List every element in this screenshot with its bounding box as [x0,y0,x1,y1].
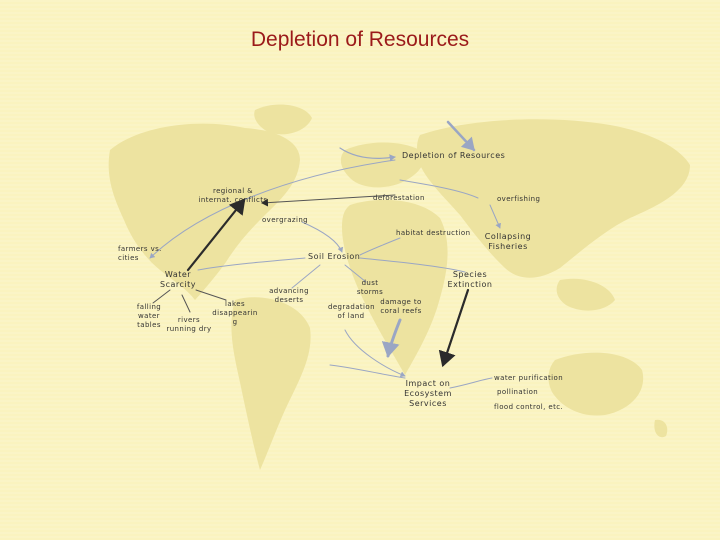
continent-southeast-asia [556,278,615,311]
node-habitat-destruction: habitat destruction [396,229,471,237]
node-water-scarcity: Water Scarcity [160,270,196,289]
arrow-water-to-lakes [195,289,227,301]
arrow-impact-to-services [449,377,493,389]
arrow-impact-inflow [329,364,406,379]
arrow-water-to-rivers [181,294,191,313]
continent-africa [342,199,448,375]
continent-north-america [108,123,300,300]
arrow-habitat-to-soil [359,237,401,256]
node-pollination: pollination [497,388,539,396]
arrow-degradation-to-impact [344,329,406,378]
arrow-root-to-farmers [149,159,396,259]
arrow-deforestation-to-regional [261,194,396,207]
arrow-soil-to-water [197,257,306,271]
continent-asia [417,119,690,278]
node-dust-storms: dust storms [356,279,384,296]
continent-europe [340,142,424,188]
node-flood-control: flood control, etc. [494,403,564,411]
node-deforestation: deforestation [373,194,425,202]
node-water-purification: water purification [494,374,564,382]
arrow-overgrazing-to-soil [301,221,344,253]
continent-greenland [254,104,312,135]
node-damage-to-coral-reefs: damage to coral reefs [380,298,422,315]
node-impact-on-ecosystem-services: Impact on Ecosystem Services [404,379,452,408]
node-overfishing: overfishing [497,195,541,203]
arrow-species-to-impact [438,288,470,368]
arrow-soil-to-species [359,257,466,273]
node-soil-erosion: Soil Erosion [308,252,361,261]
arrow-top-root [446,120,476,152]
node-depletion-of-resources: Depletion of Resources [402,151,506,160]
arrow-overfishing-to-collapsing [489,204,501,229]
arrow-soil-to-deserts [291,264,321,289]
arrow-coral-to-impact [381,318,402,358]
node-lakes-disappearing: lakes disappearin g [212,300,258,326]
node-collapsing-fisheries: Collapsing Fisheries [484,232,532,251]
node-species-extinction: Species Extinction [447,270,493,289]
arrow-regional-to-root [339,147,396,162]
continent-new-zealand [654,419,668,438]
node-rivers-running-dry: rivers running dry [166,316,212,333]
continent-australia [548,352,644,416]
node-regional-conflicts: regional & internat. conflicts [198,187,268,204]
arrow-water-to-regional [186,198,246,272]
arrow-water-to-falling [152,289,171,304]
node-advancing-deserts: advancing deserts [269,287,309,304]
node-falling-water-tables: falling water tables [136,303,162,329]
node-degradation-of-land: degradation of land [328,303,375,320]
node-overgrazing: overgrazing [262,216,308,224]
continent-south-america [231,297,311,470]
arrow-deforestation-to-overfishing [399,179,479,199]
arrow-soil-to-dust [344,264,367,283]
page-title: Depletion of Resources [250,28,470,51]
node-farmers-vs-cities: farmers vs. cities [118,245,162,262]
